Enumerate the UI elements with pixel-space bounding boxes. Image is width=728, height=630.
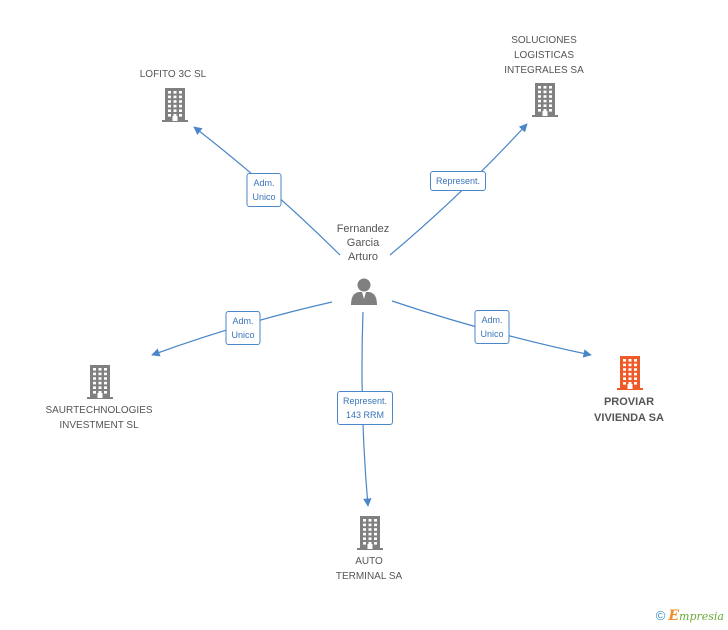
building-icon-saur[interactable] <box>87 365 113 399</box>
building-icon-lofito[interactable] <box>162 88 188 122</box>
edge-label-proviar[interactable]: Adm. Unico <box>474 310 510 344</box>
edge-label-saur[interactable]: Adm. Unico <box>225 311 261 345</box>
node-label-auto[interactable]: AUTO TERMINAL SA <box>335 556 403 582</box>
edge-label-soluciones[interactable]: Represent. <box>429 171 487 191</box>
edge-label-auto[interactable]: Represent. 143 RRM <box>336 391 394 425</box>
building-icon-auto[interactable] <box>357 516 383 550</box>
node-label-lofito[interactable]: LOFITO 3C SL <box>139 69 207 80</box>
brand-logo: Empresia <box>668 608 724 624</box>
copyright-icon: © <box>655 608 666 623</box>
edge-label-lofito[interactable]: Adm. Unico <box>246 173 282 207</box>
building-icon-proviar[interactable] <box>617 356 643 390</box>
node-label-proviar[interactable]: PROVIAR VIVIENDA SA <box>594 396 664 424</box>
building-icon-soluciones[interactable] <box>532 83 558 117</box>
node-label-saur[interactable]: SAURTECHNOLOGIES INVESTMENT SL <box>45 405 153 431</box>
center-person-label: Fernandez Garcia Arturo <box>336 223 390 263</box>
node-label-soluciones[interactable]: SOLUCIONES LOGISTICAS INTEGRALES SA <box>504 35 584 76</box>
footer-brand: © Empresia <box>656 608 724 624</box>
edge-line-soluciones <box>389 123 528 256</box>
person-icon[interactable] <box>351 278 377 306</box>
